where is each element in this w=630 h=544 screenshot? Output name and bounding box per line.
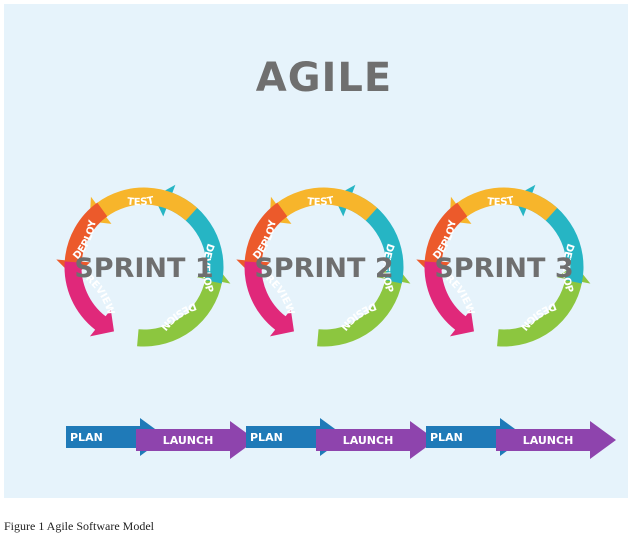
- arc-label: TEST: [307, 195, 336, 208]
- sprint-label: SPRINT 3: [434, 253, 573, 284]
- test-arrow: [449, 187, 558, 224]
- arc-label: DEVELOP: [200, 242, 216, 294]
- test-arrow: [89, 187, 198, 224]
- review-arrow: [64, 261, 114, 337]
- agile-diagram-svg: AGILE TESTDEVELOPDESIGNDEPLOYREVIEWSPRIN…: [56, 55, 616, 459]
- develop-arrow: [137, 264, 231, 347]
- launch-arrow: [496, 421, 616, 459]
- arc-label: TEST: [487, 195, 516, 208]
- sprint-label: SPRINT 2: [254, 253, 393, 284]
- launch-arrow: [316, 421, 436, 459]
- plan-label: PLAN: [430, 431, 463, 444]
- launch-arrow: [136, 421, 256, 459]
- arc-label: TEST: [127, 195, 156, 208]
- launch-label: LAUNCH: [343, 434, 394, 447]
- sprint-label: SPRINT 1: [74, 253, 213, 284]
- plan-label: PLAN: [250, 431, 283, 444]
- deploy-arrow: [236, 202, 288, 277]
- diagram-title: AGILE: [256, 55, 392, 101]
- launch-label: LAUNCH: [163, 434, 214, 447]
- plan-label: PLAN: [70, 431, 103, 444]
- test-arrow: [269, 187, 378, 224]
- arc-label: DEVELOP: [560, 242, 576, 294]
- deploy-arrow: [56, 202, 108, 277]
- launch-label: LAUNCH: [523, 434, 574, 447]
- develop-arrow: [317, 264, 411, 347]
- review-arrow: [424, 261, 474, 337]
- review-arrow: [244, 261, 294, 337]
- develop-arrow: [497, 264, 591, 347]
- deploy-arrow: [416, 202, 468, 277]
- arc-label: DEVELOP: [380, 242, 396, 294]
- figure-caption: Figure 1 Agile Software Model: [4, 519, 154, 533]
